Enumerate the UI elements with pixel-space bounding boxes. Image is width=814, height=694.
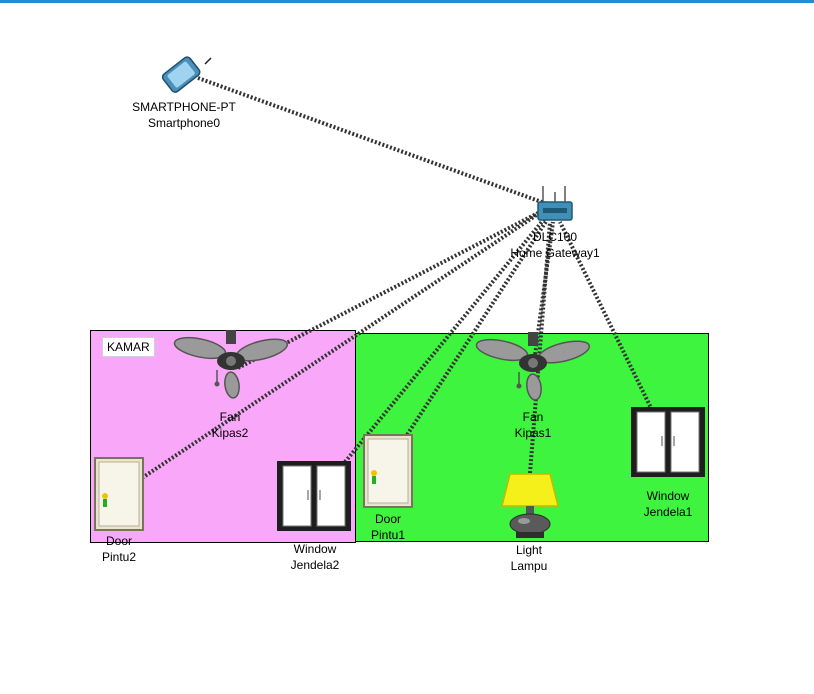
link-light-gateway: [528, 221, 552, 474]
link-door2-gateway: [140, 212, 540, 480]
room-note-kamar[interactable]: KAMAR: [102, 337, 155, 357]
window2-model-label: Window: [293, 542, 337, 556]
fan2-name-label: Kipas2: [211, 426, 249, 440]
window-jendela1-device[interactable]: [630, 406, 706, 478]
window1-name-label: Jendela1: [643, 505, 693, 519]
door1-name-label: Pintu1: [370, 528, 406, 542]
link-window1-gateway: [558, 221, 654, 411]
home-gateway-device[interactable]: [535, 184, 575, 228]
light-model-label: Light: [515, 543, 543, 557]
window-jendela2-device[interactable]: [276, 460, 352, 532]
link-door1-gateway: [403, 218, 549, 440]
door2-model-label: Door: [105, 534, 133, 548]
window1-model-label: Window: [646, 489, 690, 503]
smartphone-model-label: SMARTPHONE-PT: [132, 100, 236, 114]
door2-name-label: Pintu2: [101, 550, 137, 564]
door-pintu2-device[interactable]: [94, 457, 144, 531]
door1-model-label: Door: [374, 512, 402, 526]
fan-kipas1-device[interactable]: [474, 330, 590, 410]
light-lampu-device[interactable]: [498, 470, 562, 540]
top-accent-bar: [0, 0, 814, 3]
gateway-model-label: DLC100: [532, 230, 578, 244]
fan2-model-label: Fan: [219, 410, 241, 424]
light-name-label: Lampu: [510, 559, 548, 573]
fan1-name-label: Kipas1: [514, 426, 552, 440]
gateway-name-label: Home Gateway1: [510, 246, 600, 260]
smartphone-device[interactable]: [155, 54, 213, 96]
link-smartphone-gateway: [197, 76, 551, 207]
fan1-model-label: Fan: [522, 410, 544, 424]
fan-kipas2-device[interactable]: [172, 328, 288, 408]
link-fan2-gateway: [237, 210, 541, 370]
smartphone-name-label: Smartphone0: [147, 116, 221, 130]
door-pintu1-device[interactable]: [363, 434, 413, 508]
window2-name-label: Jendela2: [290, 558, 340, 572]
link-window2-gateway: [343, 216, 547, 464]
